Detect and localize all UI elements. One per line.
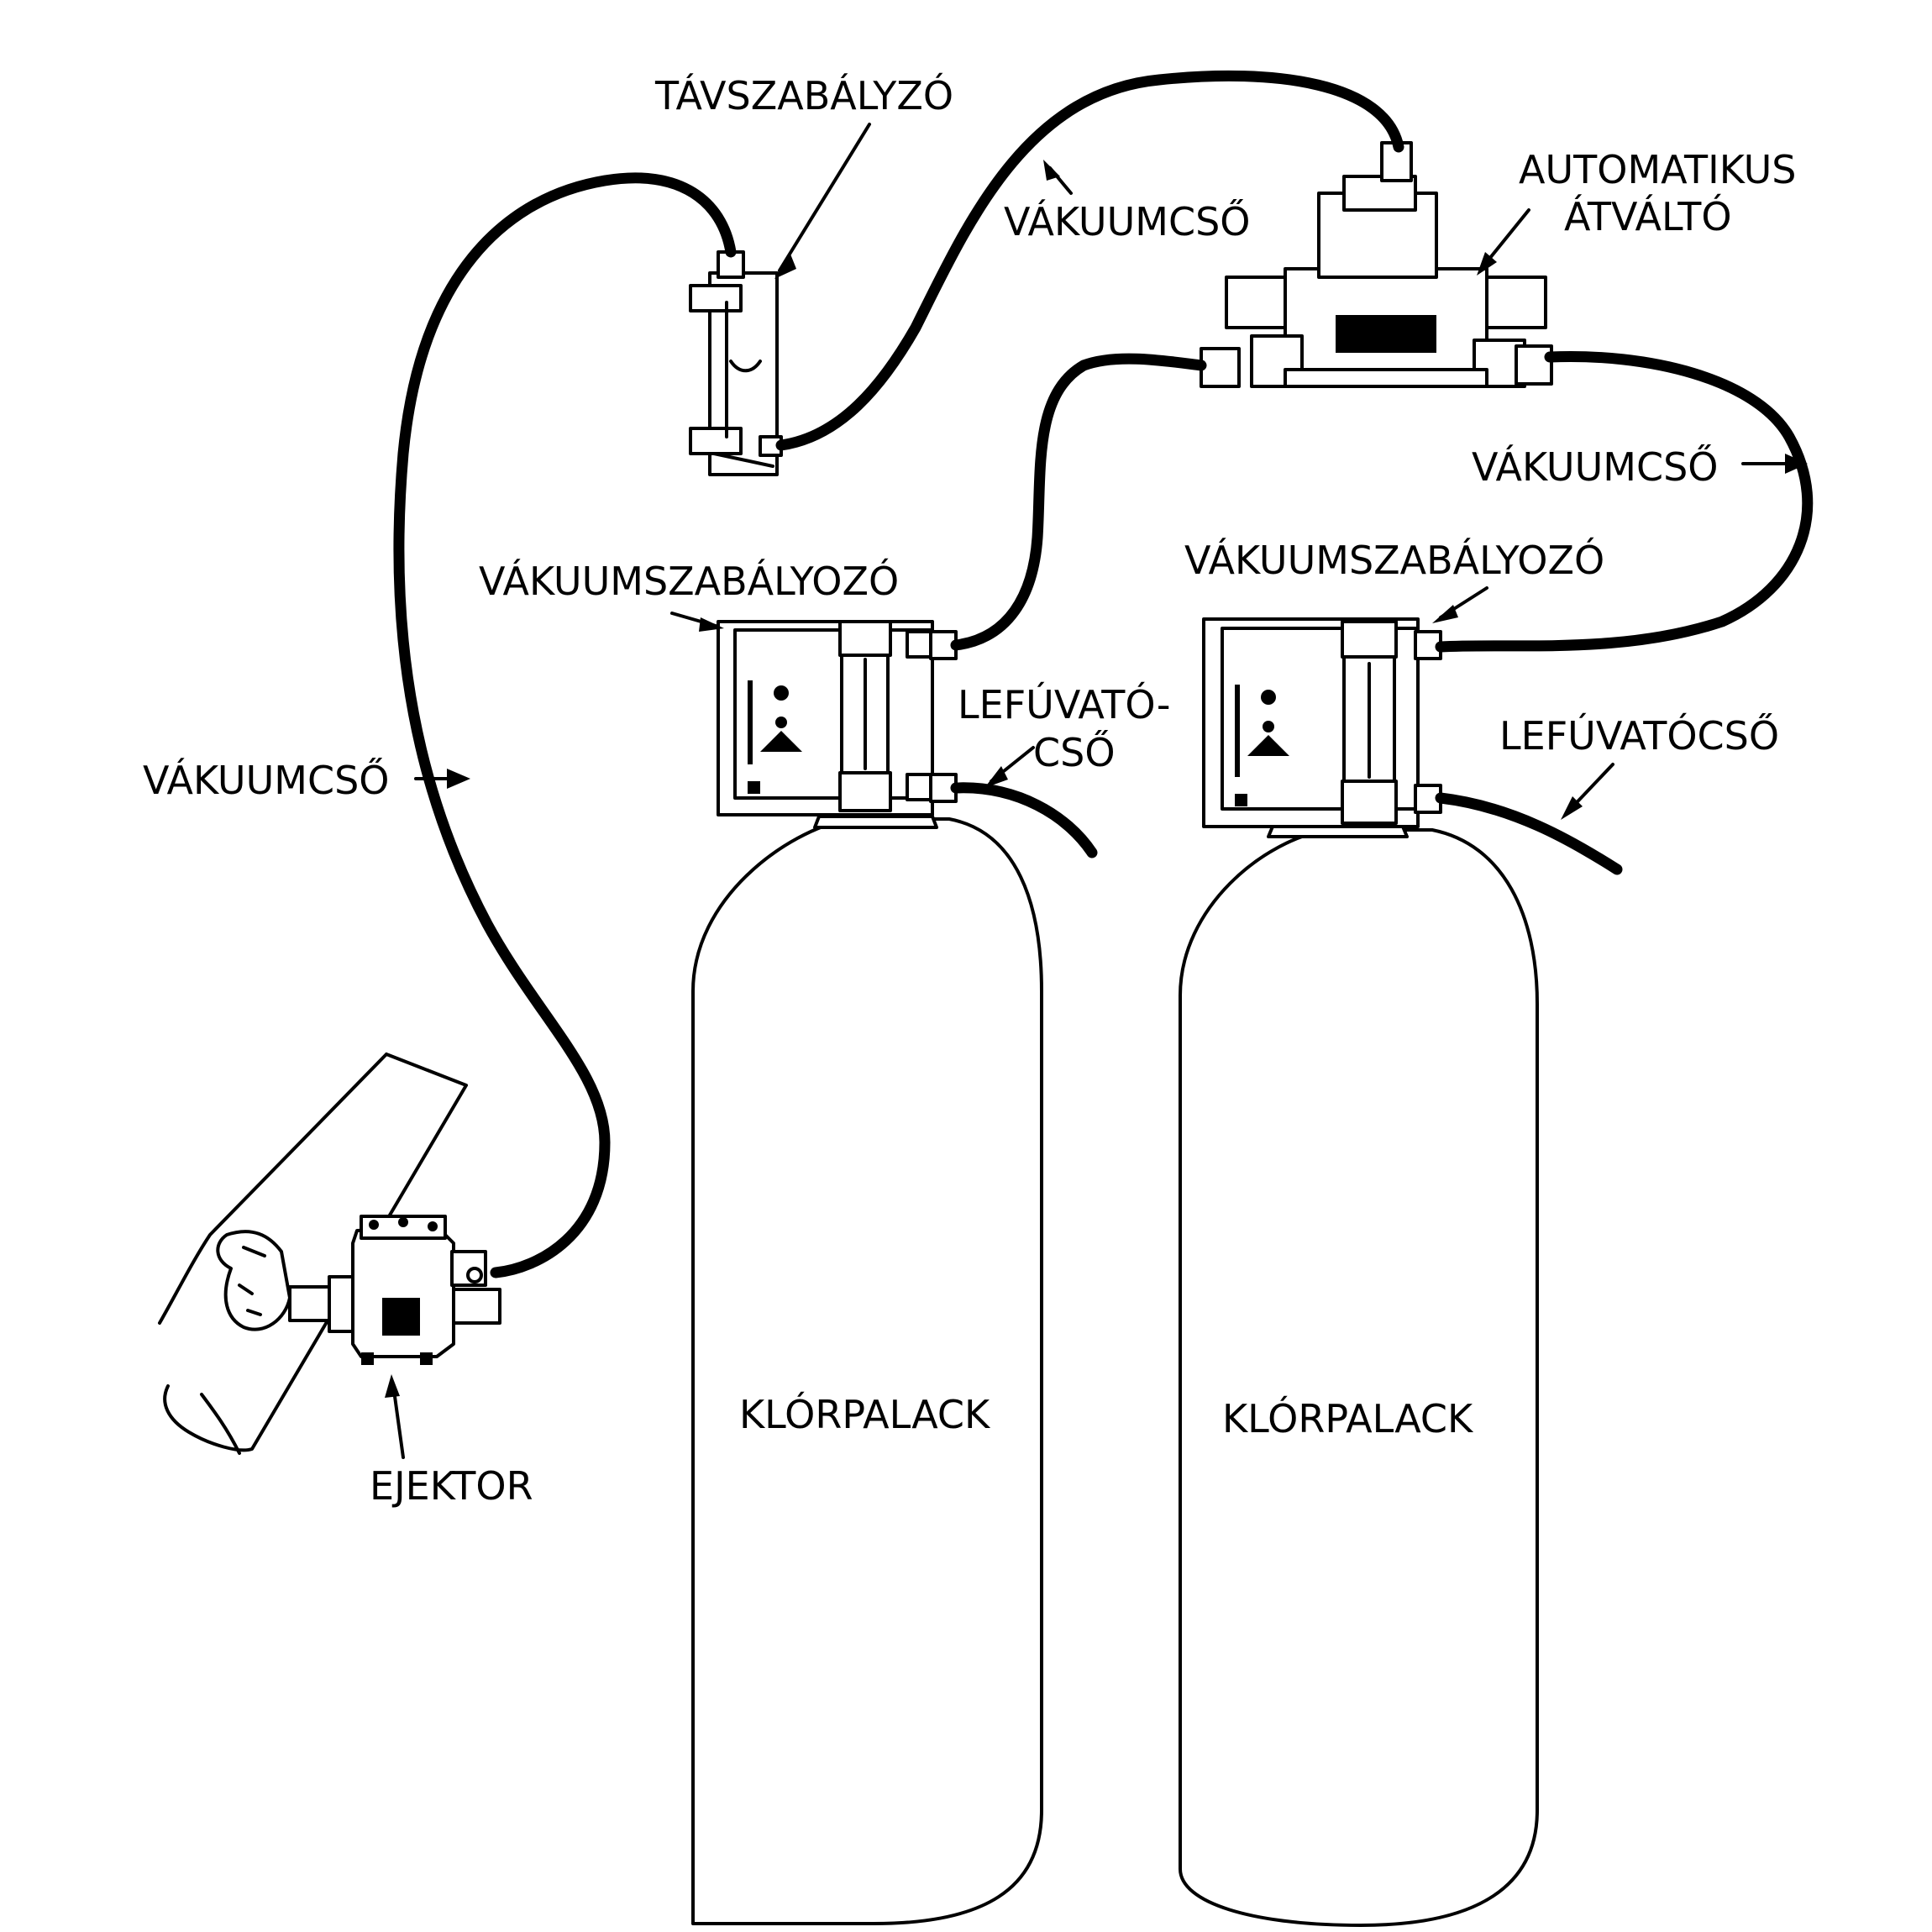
chlorine-cylinder-left — [691, 815, 1043, 1925]
label-vacuum-tube-top: VÁKUUMCSŐ — [1004, 199, 1250, 244]
label-vacuum-regulator-left: VÁKUUMSZABÁLYOZÓ — [479, 559, 899, 604]
label-vent-tube-left-line2: CSŐ — [1033, 730, 1116, 775]
label-vacuum-tube-left: VÁKUUMCSŐ — [143, 758, 389, 803]
label-vacuum-tube-right: VÁKUUMCSŐ — [1472, 444, 1718, 490]
automatic-switchover — [1200, 141, 1553, 388]
callout-arrows — [385, 123, 1808, 1459]
vacuum-regulator-left — [717, 620, 958, 816]
label-ejector: EJEKTOR — [370, 1463, 533, 1509]
label-vacuum-regulator-right: VÁKUUMSZABÁLYOZÓ — [1184, 538, 1604, 583]
label-vent-tube-right: LEFÚVATÓCSŐ — [1499, 713, 1779, 759]
label-auto-switchover-line1: AUTOMATIKUS — [1519, 147, 1797, 192]
label-cylinder-left: KLÓRPALACK — [739, 1392, 991, 1437]
label-auto-switchover-line2: ÁTVÁLTÓ — [1564, 194, 1732, 239]
remote-regulator — [689, 250, 783, 476]
label-remote-regulator: TÁVSZABÁLYZÓ — [654, 73, 953, 118]
label-cylinder-right: KLÓRPALACK — [1222, 1396, 1474, 1441]
ejector-unit — [288, 1215, 501, 1365]
water-pipe — [158, 1053, 468, 1455]
chlorine-cylinder-right — [1179, 825, 1539, 1927]
label-vent-tube-left-line1: LEFÚVATÓ- — [958, 682, 1170, 727]
vacuum-regulator-right — [1202, 617, 1442, 828]
hoses — [393, 70, 1814, 1278]
